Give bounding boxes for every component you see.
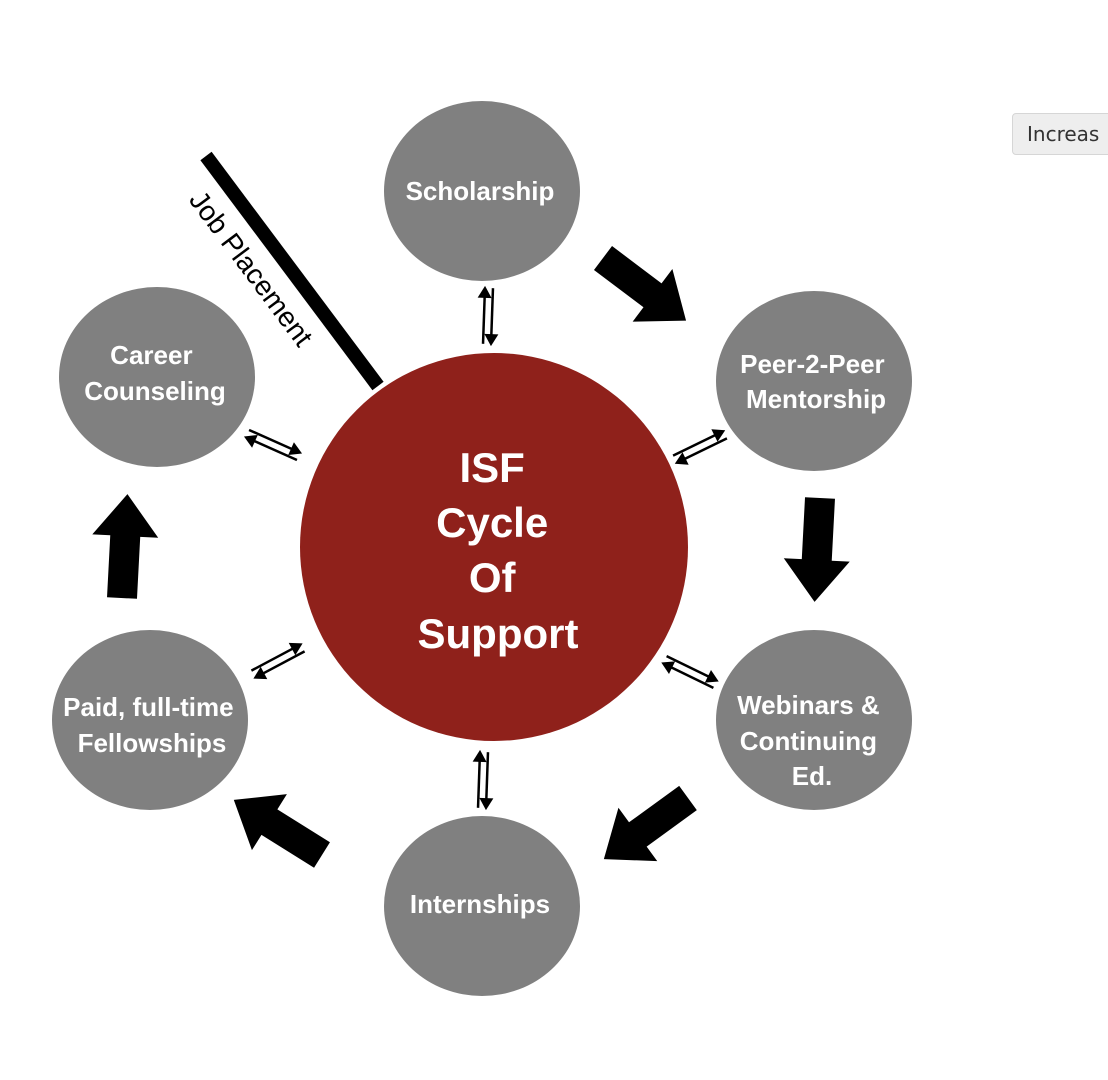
node-fellowships: Paid, full-time Fellowships (52, 630, 248, 810)
arrow-scholarship-to-mentorship (583, 231, 706, 347)
svg-text:Paid, full-time Fellowsh: Paid, full-time Fellowships (63, 692, 241, 758)
svg-text:Scholarship: Scholarship (406, 176, 555, 206)
exchange-arrows-fellowships (245, 635, 311, 687)
node-label: Internships (410, 889, 550, 919)
exchange-arrows-internships (469, 748, 497, 812)
center-title-line: Cycle (436, 499, 548, 546)
node-scholarship: Scholarship (384, 101, 580, 281)
exchange-arrows-mentorship (666, 422, 734, 472)
node-label: Paid, full-time (63, 692, 233, 722)
job-placement-bar (200, 151, 384, 391)
center-hub: ISF Cycle Of Support (300, 353, 688, 741)
arrow-internships-to-fellowships (216, 771, 340, 883)
arrow-webinars-to-internships (584, 771, 708, 886)
node-label: Fellowships (78, 728, 227, 758)
arrow-fellowships-to-counseling (89, 492, 161, 600)
exchange-arrows-scholarship (474, 284, 502, 348)
node-label: Counseling (84, 376, 226, 406)
node-career-counseling: Career Counseling (59, 287, 255, 467)
exchange-arrows-counseling (239, 421, 307, 469)
svg-text:Peer-2-Peer Mentorship: Peer-2-Peer Mentorship (740, 349, 892, 414)
center-title-line: Support (418, 610, 579, 657)
node-label: Ed. (792, 761, 832, 791)
node-label: Webinars & (737, 690, 880, 720)
node-label: Peer-2-Peer (740, 349, 885, 379)
arrow-mentorship-to-webinars (781, 496, 853, 604)
svg-text:Internships: Internships (410, 889, 550, 919)
side-tab-button[interactable]: Increas (1012, 113, 1108, 155)
center-title-line: Of (469, 554, 517, 601)
side-tab-label: Increas (1027, 122, 1100, 146)
node-peer-mentorship: Peer-2-Peer Mentorship (716, 291, 912, 471)
node-label: Scholarship (406, 176, 555, 206)
svg-text:Career Counseling: Career Counseling (84, 340, 226, 406)
svg-text:Webinars & Continuing: Webinars & Continuing Ed. (737, 690, 887, 791)
exchange-arrows-webinars (656, 647, 724, 697)
node-label: Mentorship (746, 384, 886, 414)
node-webinars: Webinars & Continuing Ed. (716, 630, 912, 810)
center-title-line: ISF (459, 444, 524, 491)
node-label: Career (110, 340, 192, 370)
node-internships: Internships (384, 816, 580, 996)
center-title: ISF Cycle Of Support (418, 444, 579, 657)
node-label: Continuing (740, 726, 877, 756)
